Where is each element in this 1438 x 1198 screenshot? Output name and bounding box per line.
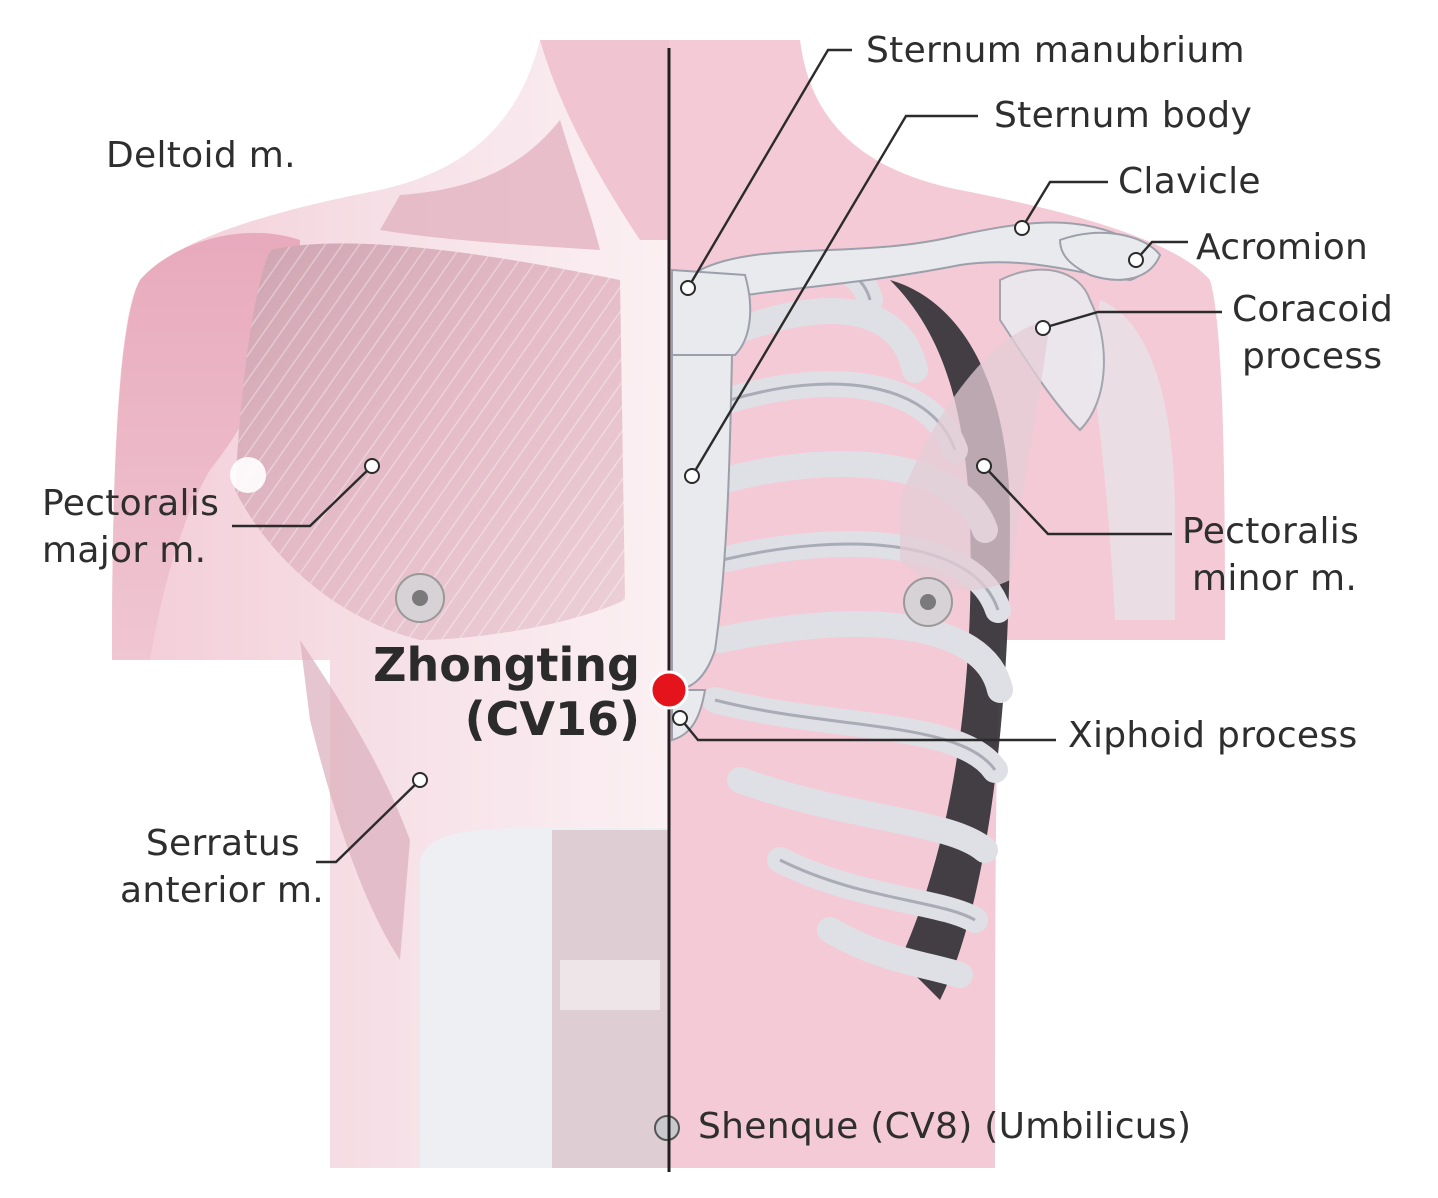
trapezius: [380, 120, 600, 250]
label-pectoralis-minor-line1: Pectoralis: [1182, 511, 1360, 552]
acupoint-code: (CV16): [464, 692, 640, 746]
dot-pectoralis-minor: [976, 458, 992, 474]
left-half-muscles: [112, 40, 669, 1168]
leader-clavicle: [1020, 180, 1108, 229]
acupoint-name: Zhongting: [373, 638, 640, 692]
dot-clavicle: [1014, 220, 1030, 236]
dot-acromion: [1128, 252, 1144, 268]
dot-sternum-body: [684, 468, 700, 484]
dot-coracoid: [1035, 320, 1051, 336]
label-clavicle: Clavicle: [1118, 161, 1261, 202]
dot-xiphoid: [672, 710, 688, 726]
label-deltoid: Deltoid m.: [106, 135, 296, 176]
label-serratus-line1: Serratus: [145, 823, 300, 864]
label-pectoralis-major: Pectoralis major m.: [42, 480, 219, 574]
structure-dots: [364, 220, 1144, 788]
label-pectoralis-minor: Pectoralis minor m.: [1182, 508, 1359, 602]
label-sternum-body: Sternum body: [994, 95, 1253, 136]
label-serratus-line2: anterior m.: [119, 870, 324, 911]
leader-pectoralis-minor: [983, 465, 1172, 536]
leader-lines: [232, 48, 1222, 864]
label-coracoid-process: Coracoid process: [1232, 286, 1393, 380]
label-acromion: Acromion: [1196, 227, 1369, 268]
neck-muscle: [540, 40, 669, 240]
dot-serratus: [412, 772, 428, 788]
label-pectoralis-major-line2: major m.: [42, 530, 207, 571]
acupoint-label: Zhongting (CV16): [340, 638, 640, 746]
leader-pectoralis-major: [232, 465, 373, 528]
leader-xiphoid: [679, 717, 1056, 742]
label-shenque: Shenque (CV8) (Umbilicus): [698, 1106, 1192, 1147]
dot-sternum-manubrium: [680, 280, 696, 296]
pectoralis-minor-muscle: [900, 320, 1050, 591]
label-coracoid-line1: Coracoid: [1232, 289, 1394, 330]
umbilicus-icon: [654, 1115, 680, 1141]
label-coracoid-line2: process: [1242, 336, 1383, 377]
leader-sternum-body: [690, 114, 978, 477]
label-serratus-anterior: Serratus anterior m.: [114, 820, 324, 914]
right-half-skeleton: [654, 40, 1225, 1168]
leader-coracoid: [1042, 310, 1222, 330]
acromion-bone: [1058, 231, 1162, 281]
label-sternum-manubrium: Sternum manubrium: [866, 30, 1245, 71]
leader-sternum-manubrium: [686, 48, 852, 289]
right-arm: [1090, 300, 1175, 620]
dot-pectoralis-major: [364, 458, 380, 474]
label-xiphoid-process: Xiphoid process: [1068, 715, 1358, 756]
label-pectoralis-minor-line2: minor m.: [1192, 558, 1358, 599]
leader-acromion: [1135, 240, 1188, 261]
serratus-anterior-muscle: [300, 640, 410, 960]
label-pectoralis-major-line1: Pectoralis: [42, 483, 220, 524]
leader-serratus: [316, 779, 421, 864]
zhongting-acupoint-marker: [649, 670, 689, 710]
